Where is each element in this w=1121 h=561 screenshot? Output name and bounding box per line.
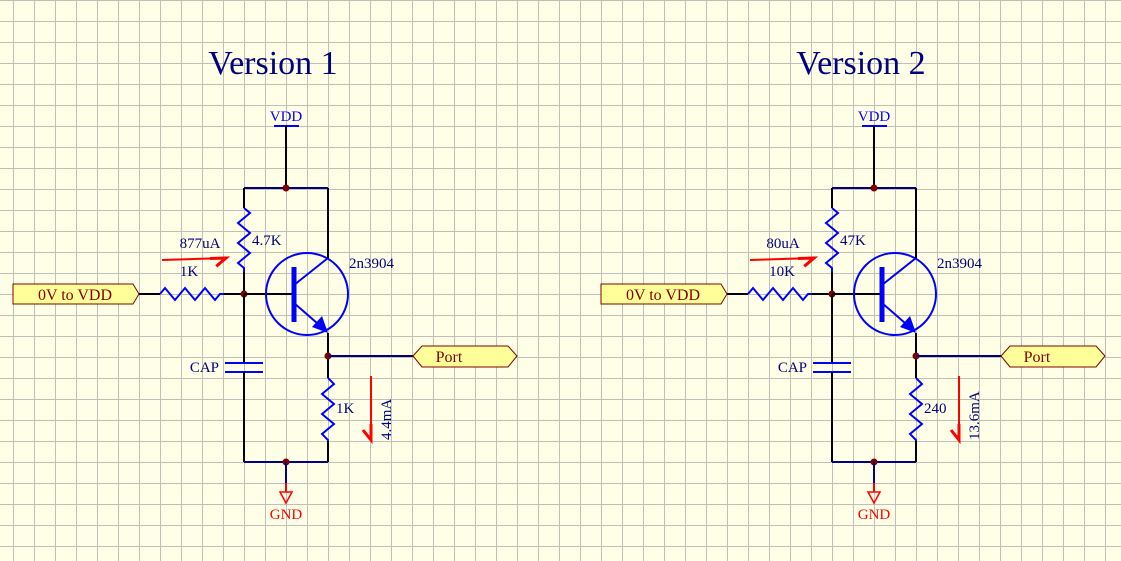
input-port-label: 0V to VDD xyxy=(626,287,700,304)
capacitor: CAP xyxy=(190,294,263,462)
output-port-label: Port xyxy=(436,349,463,366)
vdd-label: VDD xyxy=(858,109,891,125)
base-resistor-value: 1K xyxy=(180,264,199,280)
input-port-shape[interactable] xyxy=(12,283,140,305)
base-resistor-value: 10K xyxy=(769,264,795,280)
npn-transistor: 2n3904 xyxy=(244,252,395,336)
ground-symbol: GND xyxy=(270,462,303,523)
emitter-resistor-value: 240 xyxy=(924,401,947,417)
emitter-arrow-icon xyxy=(900,316,916,333)
base-current-arrow xyxy=(749,258,814,260)
vdd-power-symbol: VDD xyxy=(270,109,303,188)
ground-label: GND xyxy=(270,507,303,523)
input-port[interactable]: 0V to VDD xyxy=(600,283,728,305)
output-port-shape[interactable] xyxy=(1000,345,1106,368)
emitter-current-value: 4.4mA xyxy=(379,399,395,440)
emitter-resistor-value: 1K xyxy=(336,401,355,417)
vdd-power-symbol: VDD xyxy=(858,109,891,188)
input-port[interactable]: 0V to VDD xyxy=(12,283,140,305)
capacitor: CAP xyxy=(778,294,851,462)
output-port-shape[interactable] xyxy=(412,345,518,368)
output-port[interactable]: Port xyxy=(1000,345,1106,368)
transistor-part-number: 2n3904 xyxy=(937,256,983,272)
circuit-title: Version 1 xyxy=(208,45,337,82)
transistor-body xyxy=(265,252,349,336)
pullup-resistor: 4.7K xyxy=(236,188,282,293)
transistor-part-number: 2n3904 xyxy=(349,256,395,272)
transistor-collector xyxy=(881,257,917,286)
pullup-resistor: 47K xyxy=(824,188,866,293)
junction-dot xyxy=(282,184,290,192)
circuit-title: Version 2 xyxy=(796,45,925,82)
ground-icon xyxy=(866,491,882,505)
resistor-zigzag xyxy=(236,207,252,272)
transistor-collector xyxy=(293,257,329,286)
pullup-resistor-value: 47K xyxy=(840,233,866,249)
capacitor-label: CAP xyxy=(190,360,219,376)
base-current-value: 877uA xyxy=(180,236,221,252)
vdd-label: VDD xyxy=(270,109,303,125)
circuit-version-1: Version 1 VDD 4.7K 0V to VDD 1K xyxy=(12,45,518,523)
resistor-zigzag xyxy=(824,207,840,272)
base-current-arrow xyxy=(161,258,226,260)
ground-icon xyxy=(278,491,294,505)
base-current-value: 80uA xyxy=(766,236,800,252)
emitter-resistor: 1K xyxy=(320,377,355,462)
resistor-zigzag xyxy=(908,377,924,441)
base-resistor: 10K xyxy=(727,264,832,302)
transistor-body xyxy=(853,252,937,336)
base-resistor: 1K xyxy=(139,264,244,302)
circuit-version-2: Version 2 VDD 47K 0V to VDD 10K 80uA xyxy=(600,45,1106,523)
resistor-zigzag xyxy=(747,286,812,302)
ground-label: GND xyxy=(858,507,891,523)
resistor-zigzag xyxy=(320,377,336,441)
ground-symbol: GND xyxy=(858,462,891,523)
pullup-resistor-value: 4.7K xyxy=(252,233,282,249)
junction-dot xyxy=(870,184,878,192)
emitter-current-value: 13.6mA xyxy=(967,391,983,440)
capacitor-label: CAP xyxy=(778,360,807,376)
npn-transistor: 2n3904 xyxy=(832,252,983,336)
output-port-label: Port xyxy=(1024,349,1051,366)
resistor-zigzag xyxy=(159,286,224,302)
output-port[interactable]: Port xyxy=(412,345,518,368)
input-port-shape[interactable] xyxy=(600,283,728,305)
input-port-label: 0V to VDD xyxy=(38,287,112,304)
emitter-resistor: 240 xyxy=(908,377,947,462)
emitter-arrow-icon xyxy=(312,316,328,333)
